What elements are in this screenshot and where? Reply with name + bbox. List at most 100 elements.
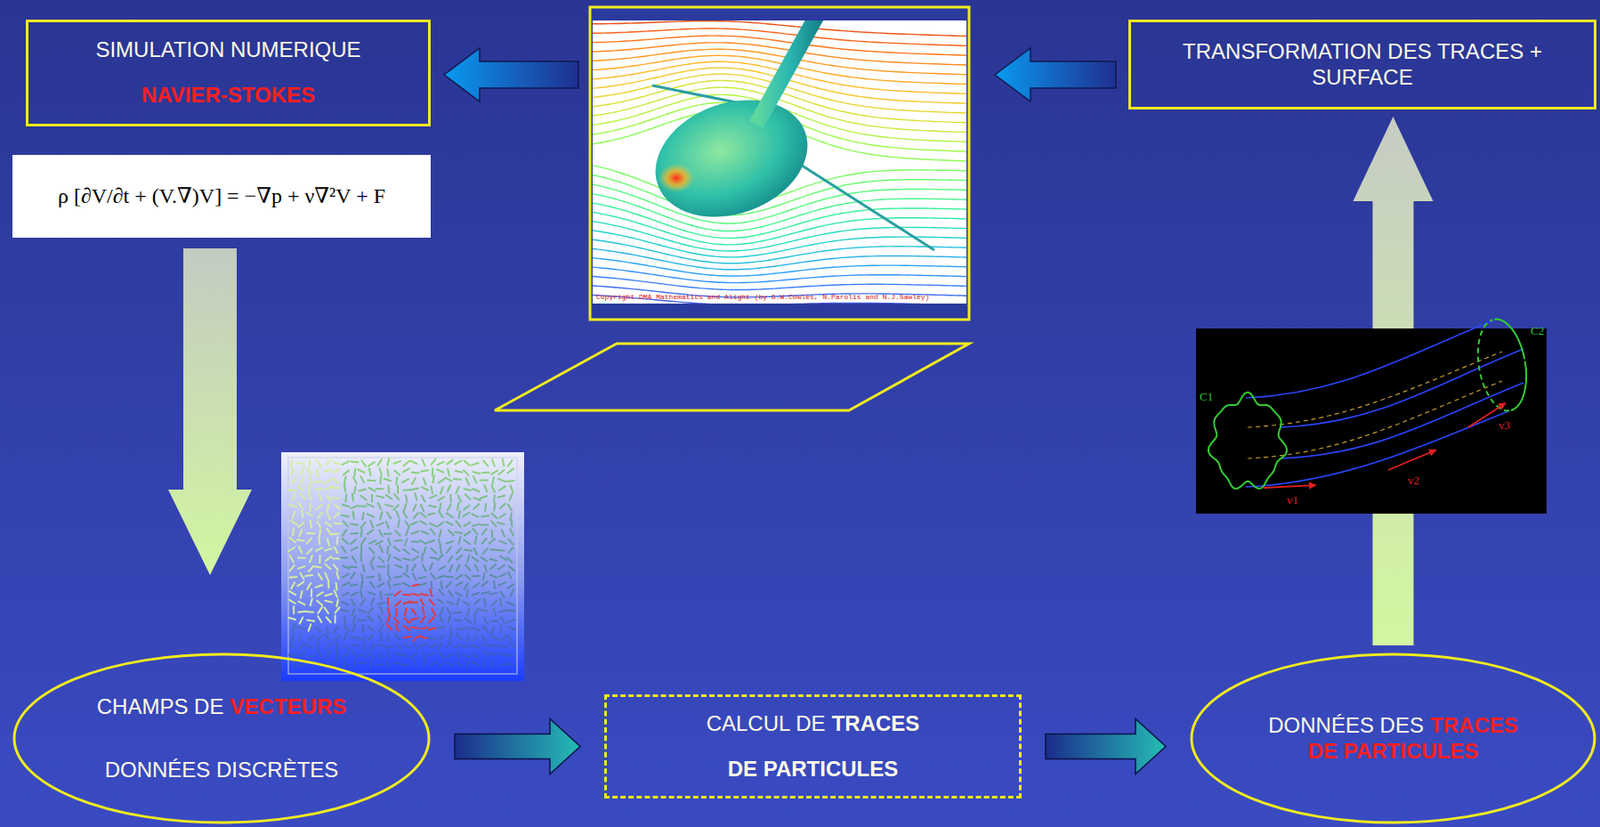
field-vector xyxy=(483,660,485,668)
field-vector xyxy=(333,564,339,570)
field-vector xyxy=(315,487,324,491)
field-vector xyxy=(455,591,462,596)
field-vector xyxy=(336,536,340,544)
field-vector xyxy=(448,590,453,598)
field-vector xyxy=(428,540,436,542)
field-vector xyxy=(454,460,461,465)
streamline xyxy=(592,193,967,232)
field-vector xyxy=(333,468,340,473)
field-vector xyxy=(351,505,358,509)
field-vector xyxy=(299,477,304,485)
field-vector xyxy=(440,546,442,554)
field-vector xyxy=(317,512,323,518)
field-vector xyxy=(491,470,498,475)
field-vector xyxy=(318,555,321,563)
field-vector xyxy=(446,546,452,553)
field-vector xyxy=(299,642,305,648)
field-vector xyxy=(326,625,329,633)
field-vector xyxy=(456,555,462,560)
field-vector xyxy=(472,528,477,534)
field-vector xyxy=(323,633,329,639)
field-vector xyxy=(360,590,363,598)
field-vector xyxy=(394,617,399,623)
field-vector xyxy=(501,529,505,536)
curve-label: C1 xyxy=(1199,389,1213,405)
field-vector xyxy=(431,459,437,465)
field-vector xyxy=(411,626,419,630)
flow-arrow xyxy=(454,719,581,775)
field-vector xyxy=(306,610,314,614)
field-vector xyxy=(298,601,305,606)
field-vector xyxy=(367,513,374,517)
field-vector xyxy=(376,487,384,490)
vector-field xyxy=(288,458,516,668)
field-vector xyxy=(403,593,411,597)
field-vector xyxy=(368,461,375,466)
field-vector xyxy=(387,607,390,615)
field-vector xyxy=(290,520,298,525)
field-vector xyxy=(420,520,427,525)
field-vector xyxy=(395,600,401,606)
field-vector xyxy=(420,512,426,518)
field-vector xyxy=(315,584,324,587)
field-vector xyxy=(326,643,332,649)
field-vector xyxy=(290,537,296,542)
field-vector xyxy=(393,583,401,586)
field-vector xyxy=(333,461,341,464)
field-vector xyxy=(378,502,382,510)
field-vector xyxy=(343,521,348,527)
field-vector xyxy=(401,663,409,665)
field-vector xyxy=(446,653,453,658)
field-vector xyxy=(336,641,338,649)
field-vector xyxy=(307,549,313,554)
field-vector xyxy=(462,512,469,517)
field-vector xyxy=(395,633,400,639)
field-vector xyxy=(386,661,388,669)
field-vector xyxy=(464,582,469,590)
fuselage xyxy=(638,80,825,238)
field-vector xyxy=(324,572,328,579)
field-vector xyxy=(436,468,444,472)
field-vector xyxy=(342,538,348,544)
field-vector xyxy=(410,617,418,620)
field-vector xyxy=(499,581,506,585)
image-ground xyxy=(592,20,967,304)
field-vector xyxy=(410,600,418,603)
field-vector xyxy=(378,602,386,605)
field-vector xyxy=(333,635,340,640)
field-vector xyxy=(441,581,443,589)
field-vector xyxy=(352,623,355,631)
node-body: CHAMPS DEVECTEURSDONNÉES DISCRÈTES xyxy=(12,652,431,825)
field-vector xyxy=(490,574,497,578)
field-vector xyxy=(456,628,464,631)
field-vector xyxy=(298,529,302,537)
field-vector xyxy=(430,573,436,579)
velocity-vector xyxy=(1263,481,1318,489)
field-vector xyxy=(447,468,450,477)
field-vector xyxy=(439,565,446,570)
field-vector xyxy=(484,484,487,493)
field-vector xyxy=(403,557,411,560)
field-vector xyxy=(466,661,469,668)
field-vector xyxy=(446,607,451,615)
field-vector xyxy=(289,504,297,507)
block-arrow xyxy=(444,48,579,102)
field-vector xyxy=(292,623,296,631)
field-vector xyxy=(316,642,319,650)
field-vector xyxy=(396,485,399,493)
field-vector xyxy=(324,469,332,472)
field-vector xyxy=(421,531,429,534)
field-vector xyxy=(327,512,331,519)
field-vector xyxy=(291,528,295,536)
field-vector xyxy=(493,503,495,511)
streamline xyxy=(592,239,967,264)
field-vector xyxy=(376,541,383,545)
ellipse-outline xyxy=(1191,654,1595,823)
field-vector xyxy=(358,619,366,623)
field-vector xyxy=(438,642,442,649)
field-vector xyxy=(403,511,407,518)
field-vector xyxy=(481,557,488,561)
node-text: TRACES xyxy=(832,711,921,736)
field-vector xyxy=(301,509,303,518)
streamline xyxy=(592,275,967,290)
